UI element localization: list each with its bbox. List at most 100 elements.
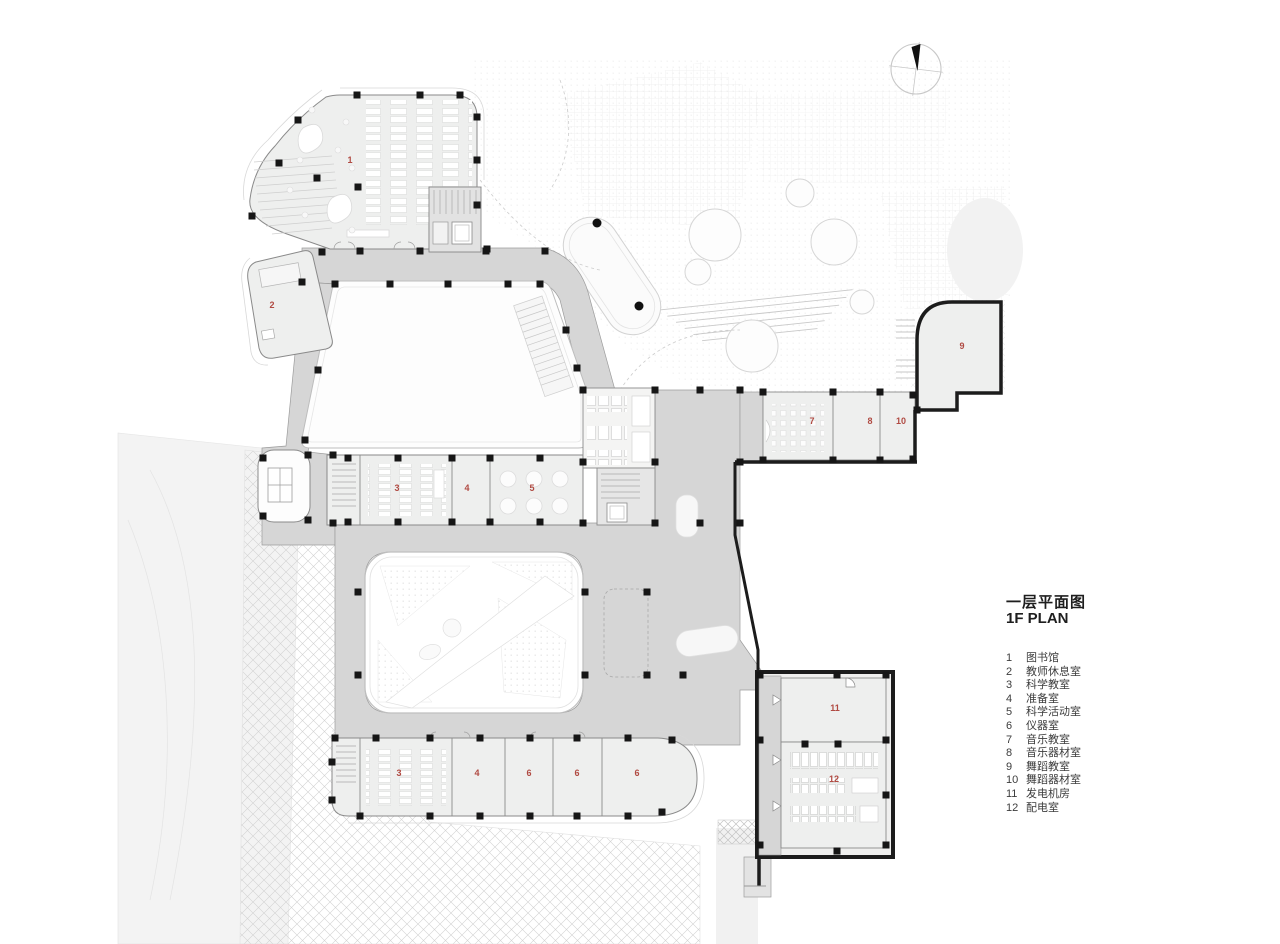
column: [562, 326, 570, 334]
music-wing: [733, 300, 1003, 673]
room9-stairs: [896, 319, 915, 379]
tree-dot: [634, 301, 644, 311]
column: [416, 91, 424, 99]
legend-item-label: 舞蹈器材室: [1026, 774, 1081, 787]
north-arrow-icon: [889, 42, 943, 96]
garden-courtyard: [364, 551, 584, 714]
column: [579, 386, 587, 394]
column: [759, 388, 767, 396]
library-wing: [243, 87, 485, 253]
column: [882, 671, 890, 679]
column: [624, 812, 632, 820]
legend-item-label: 配电室: [1026, 801, 1059, 814]
column: [651, 519, 659, 527]
column: [486, 454, 494, 462]
plan-title-cn: 一层平面图: [1006, 594, 1087, 611]
legend-item-label: 教师休息室: [1026, 665, 1081, 678]
legend-item-number: 4: [1006, 692, 1013, 705]
room-number-marker: 5: [529, 483, 534, 493]
column: [833, 671, 841, 679]
room9: [915, 300, 1003, 412]
room-number-marker: 8: [867, 416, 872, 426]
column: [354, 671, 362, 679]
column: [356, 812, 364, 820]
room-number-marker: 7: [809, 416, 814, 426]
column: [318, 248, 326, 256]
column: [909, 391, 917, 399]
generator-wing: [744, 670, 895, 887]
tree-dot: [592, 218, 602, 228]
column: [482, 247, 490, 255]
structural-columns: [248, 91, 921, 855]
column: [314, 366, 322, 374]
room11: [780, 677, 887, 743]
column: [394, 454, 402, 462]
column: [882, 841, 890, 849]
playground-circles: [684, 178, 875, 373]
column: [759, 456, 767, 464]
bottom-stair: [336, 745, 356, 783]
column: [536, 518, 544, 526]
column: [876, 456, 884, 464]
legend-item-label: 科学活动室: [1026, 706, 1081, 719]
column: [416, 247, 424, 255]
legend-item-label: 发电机房: [1026, 787, 1070, 800]
column: [301, 436, 309, 444]
science-stair: [332, 463, 356, 507]
column: [536, 280, 544, 288]
column: [541, 247, 549, 255]
room3b-desks: [366, 748, 446, 806]
column: [304, 451, 312, 459]
legend-item-label: 图书馆: [1026, 652, 1059, 664]
column: [882, 736, 890, 744]
column: [456, 91, 464, 99]
room-number-marker: 11: [830, 703, 840, 713]
legend-item-number: 3: [1006, 679, 1013, 692]
legend-item-number: 12: [1006, 801, 1019, 814]
column: [624, 734, 632, 742]
column: [581, 588, 589, 596]
column: [913, 406, 921, 414]
column: [386, 280, 394, 288]
column: [328, 758, 336, 766]
column: [486, 518, 494, 526]
column: [394, 518, 402, 526]
column: [353, 91, 361, 99]
column: [304, 516, 312, 524]
column: [573, 364, 581, 372]
column: [829, 456, 837, 464]
column: [248, 212, 256, 220]
column: [526, 812, 534, 820]
column: [504, 280, 512, 288]
column: [426, 812, 434, 820]
column: [473, 201, 481, 209]
column: [882, 791, 890, 799]
contours: [127, 469, 196, 901]
column: [526, 734, 534, 742]
room-number-marker: 10: [896, 416, 906, 426]
room-number-marker: 4: [474, 768, 479, 778]
column: [643, 588, 651, 596]
room-number-marker: 1: [347, 155, 352, 165]
column: [372, 734, 380, 742]
dashed-paths: [479, 79, 741, 391]
column: [354, 588, 362, 596]
legend-item-label: 音乐器材室: [1026, 747, 1081, 760]
column: [834, 740, 842, 748]
column: [736, 458, 744, 466]
column: [476, 734, 484, 742]
title-block: 一层平面图 1F PLAN: [1006, 595, 1086, 627]
room-number-marker: 9: [959, 341, 964, 351]
column: [579, 458, 587, 466]
legend-item-number: 7: [1006, 733, 1013, 746]
column: [736, 386, 744, 394]
column: [536, 454, 544, 462]
